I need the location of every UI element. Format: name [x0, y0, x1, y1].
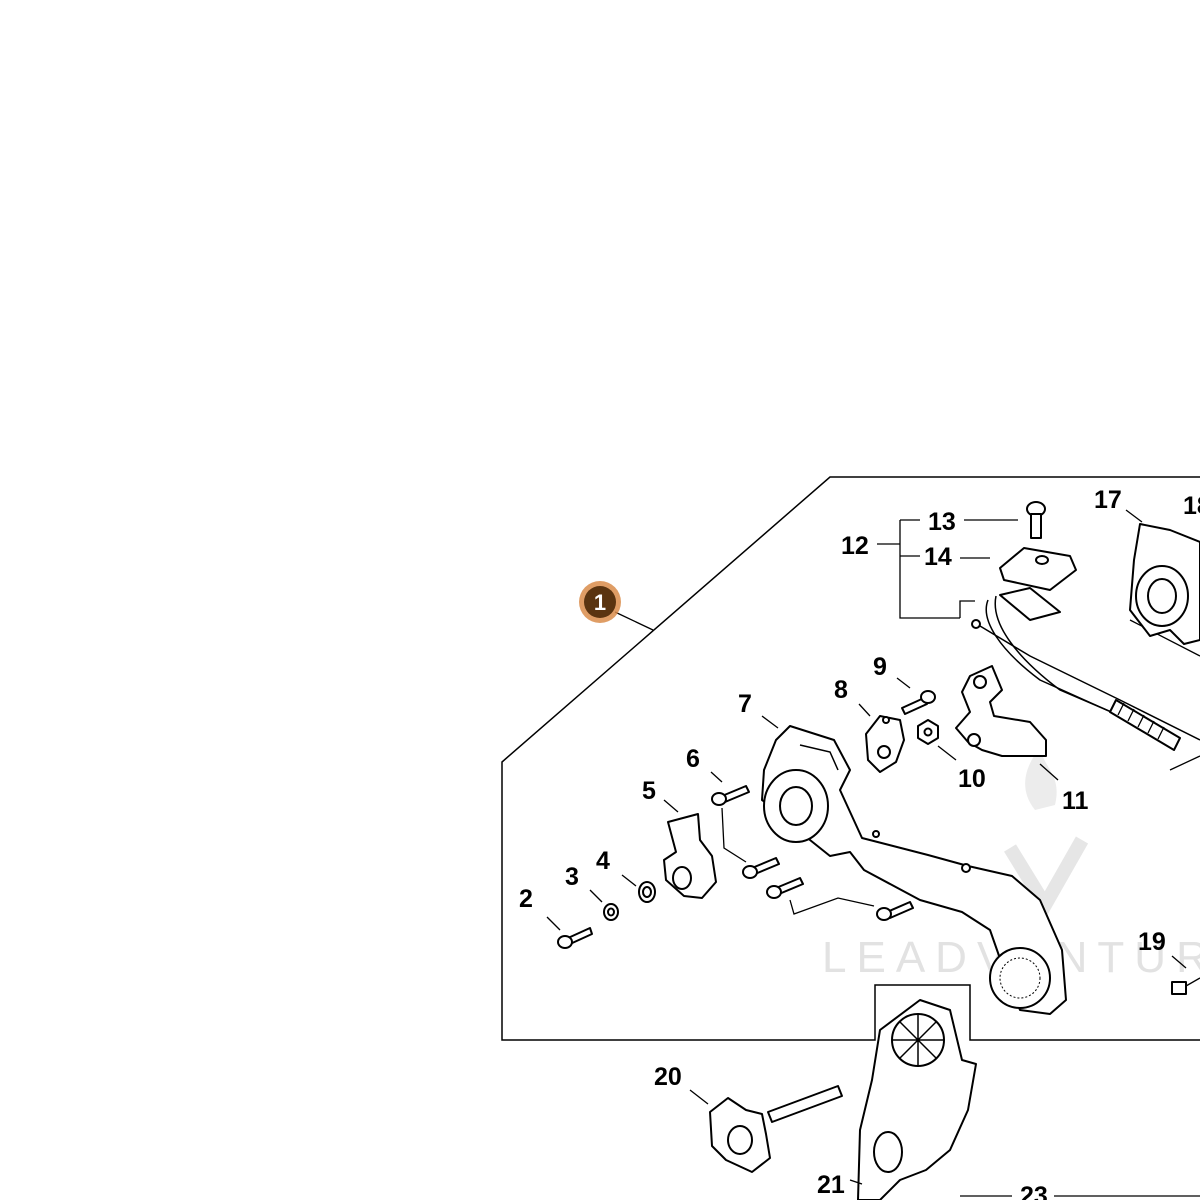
label-14: 14: [924, 543, 952, 571]
part-9-screw[interactable]: [896, 677, 936, 715]
label-17: 17: [1094, 486, 1122, 514]
label-8: 8: [834, 676, 848, 704]
label-9: 9: [873, 653, 887, 681]
label-11: 11: [1062, 787, 1089, 815]
label-20: 20: [654, 1063, 682, 1091]
part-10-nut[interactable]: [917, 719, 957, 761]
label-6: 6: [686, 745, 700, 773]
label-4: 4: [596, 847, 610, 875]
part-2-screw[interactable]: [546, 916, 593, 949]
label-5: 5: [642, 777, 656, 805]
callout-badge-1[interactable]: 1: [579, 581, 654, 631]
part-12-group[interactable]: [877, 519, 1018, 619]
callout-badge-label: 1: [594, 590, 606, 615]
label-3: 3: [565, 863, 579, 891]
label-10: 10: [958, 765, 986, 793]
part-3-washer[interactable]: [589, 889, 619, 921]
part-20-knob[interactable]: [689, 1085, 843, 1173]
part-5-bracket[interactable]: [663, 799, 717, 899]
label-21: 21: [817, 1171, 845, 1199]
part-labels: 2 3 4 5 6 7 8 9 10 11 12 13 14 17 18 19 …: [519, 486, 1200, 1200]
cable-harness[interactable]: [971, 587, 1200, 771]
part-6-screws[interactable]: [710, 771, 914, 921]
part-11-trigger-lever[interactable]: [955, 665, 1059, 781]
label-23: 23: [1020, 1182, 1048, 1200]
part-7-handle-housing[interactable]: [761, 715, 1067, 1015]
part-4-washer[interactable]: [621, 874, 656, 903]
part-13-screw[interactable]: [1026, 501, 1046, 539]
part-21-clamp[interactable]: [849, 999, 977, 1200]
assembly-boundary: [501, 476, 1200, 1041]
label-13: 13: [928, 508, 956, 536]
label-18: 18: [1183, 492, 1200, 520]
part-8-bracket[interactable]: [858, 703, 905, 773]
label-7: 7: [738, 690, 752, 718]
part-17-housing[interactable]: [1125, 509, 1200, 645]
part-14-stop-switch[interactable]: [999, 547, 1077, 591]
label-12: 12: [841, 532, 869, 560]
label-2: 2: [519, 885, 533, 913]
part-19-connector[interactable]: [1171, 955, 1200, 995]
label-19: 19: [1138, 928, 1166, 956]
